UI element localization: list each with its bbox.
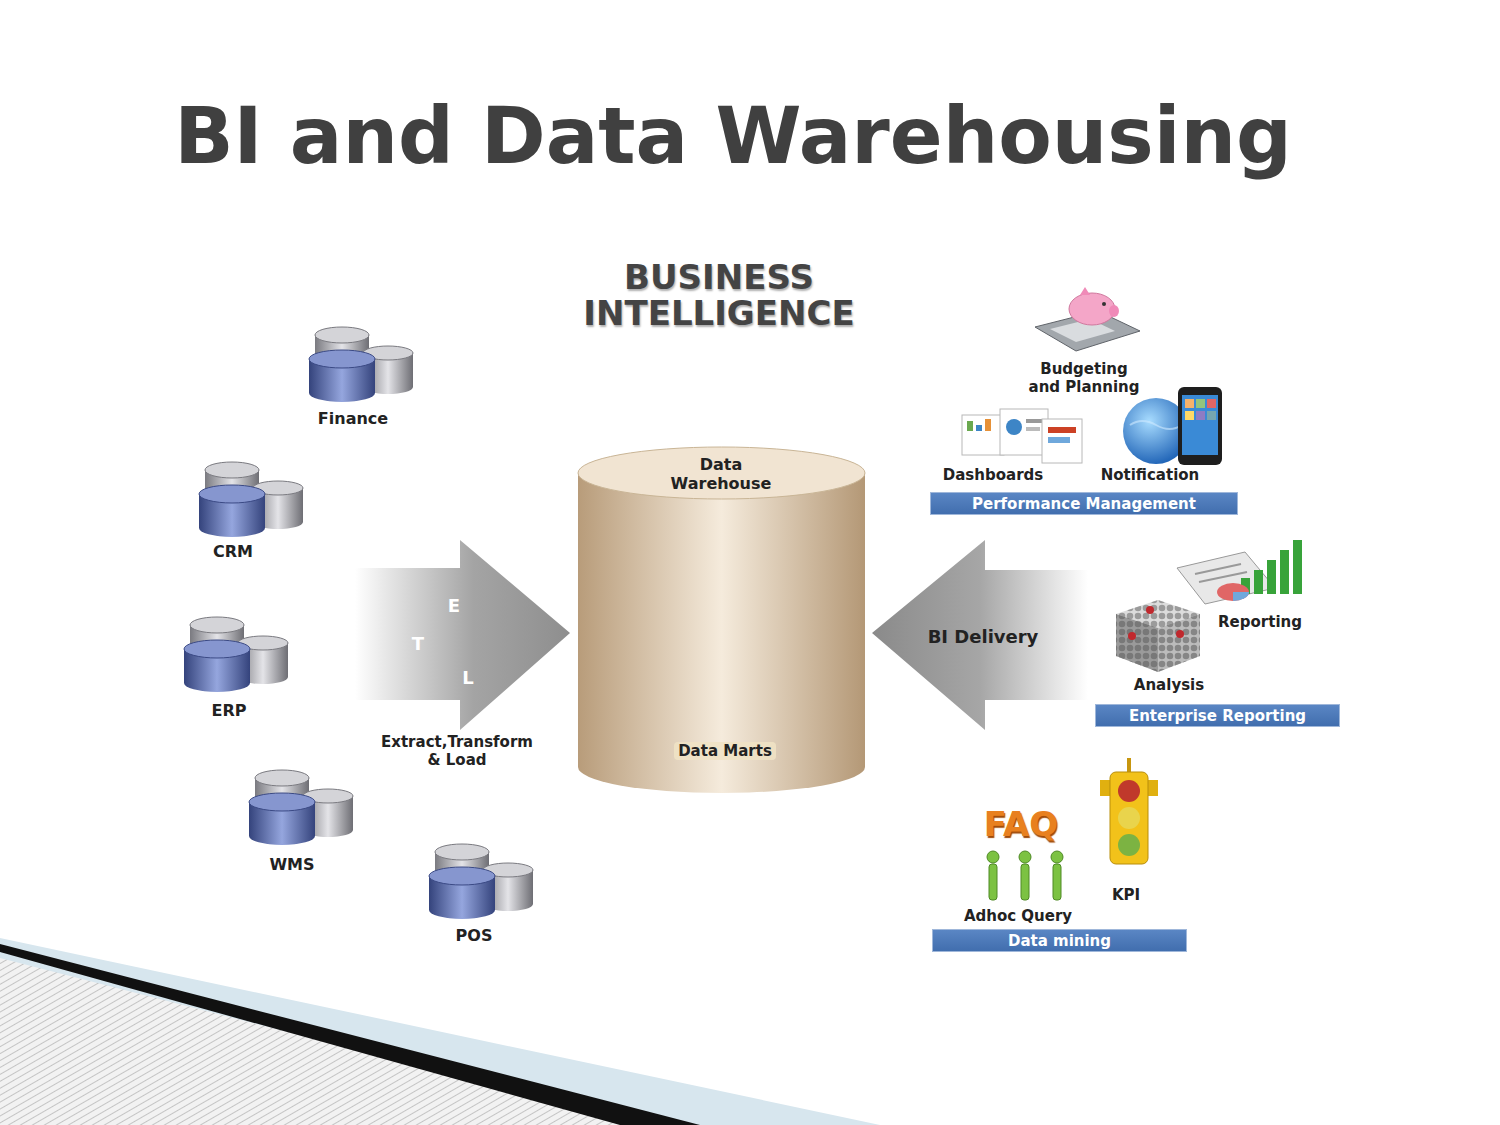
database-icon: CRM xyxy=(190,460,315,570)
node-label: Adhoc Query xyxy=(964,907,1072,925)
slide-title: BI and Data Warehousing xyxy=(174,97,1292,175)
category-band: Data mining xyxy=(932,929,1187,952)
node-label: Reporting xyxy=(1218,613,1302,631)
dashboard-icon: Dashboards xyxy=(940,403,1090,485)
blue-strip xyxy=(0,938,880,1125)
gear-letter: L xyxy=(462,667,473,689)
diagram-heading: BUSINESS INTELLIGENCE xyxy=(569,259,869,331)
database-icon: WMS xyxy=(240,768,365,878)
budget-graphic xyxy=(1030,285,1145,355)
dash-graphic xyxy=(960,405,1085,465)
black-swoosh xyxy=(0,944,700,1125)
faq-letters: FAQ xyxy=(984,804,1059,845)
db-graphic xyxy=(425,842,540,922)
band-label: Data mining xyxy=(1008,932,1111,950)
band-label: Performance Management xyxy=(972,495,1196,513)
bi-delivery-arrow: BI Delivery xyxy=(870,538,1088,733)
db-graphic xyxy=(305,325,420,405)
warehouse-cylinder: Data Marts Data Warehouse xyxy=(578,445,865,795)
gear-letter: E xyxy=(448,595,460,617)
node-label: WMS xyxy=(269,855,314,874)
category-band: Performance Management xyxy=(930,492,1238,515)
node-label: Finance xyxy=(318,409,388,428)
notification-icon: Notification xyxy=(1090,385,1230,485)
db-graphic xyxy=(195,460,310,540)
node-label: Budgeting and Planning xyxy=(1025,360,1143,396)
node-label: Data Marts xyxy=(674,742,776,760)
node-label: POS xyxy=(456,926,493,945)
database-icon: ERP xyxy=(175,615,300,725)
node-label: CRM xyxy=(213,542,253,561)
band-label: Enterprise Reporting xyxy=(1129,707,1306,725)
traffic-light: KPI xyxy=(1090,758,1165,906)
node-label: Dashboards xyxy=(943,466,1043,484)
etl-arrow: E T L Extract,Transform & Load xyxy=(340,538,575,778)
node-label: KPI xyxy=(1112,886,1140,904)
kpi-graphic xyxy=(1098,758,1160,866)
node-label: Notification xyxy=(1101,466,1200,484)
report-graphic xyxy=(1175,538,1313,604)
node-label: Data Warehouse xyxy=(661,455,781,493)
node-label: Analysis xyxy=(1134,676,1204,694)
node-label: BI Delivery xyxy=(928,626,1039,648)
etl-graphic xyxy=(340,538,575,733)
db-graphic xyxy=(180,615,295,695)
analysis-cube: Analysis xyxy=(1105,596,1235,696)
category-band: Enterprise Reporting xyxy=(1095,704,1340,727)
node-label: ERP xyxy=(212,701,247,720)
cube-graphic xyxy=(1110,596,1205,672)
db-graphic xyxy=(245,768,360,848)
gear-letter: T xyxy=(412,633,424,655)
notif-graphic xyxy=(1120,385,1225,465)
database-icon: POS xyxy=(420,842,545,952)
database-icon: Finance xyxy=(300,325,425,435)
budget-icon: Budgeting and Planning xyxy=(1010,285,1160,403)
node-label: Extract,Transform & Load xyxy=(375,733,540,769)
